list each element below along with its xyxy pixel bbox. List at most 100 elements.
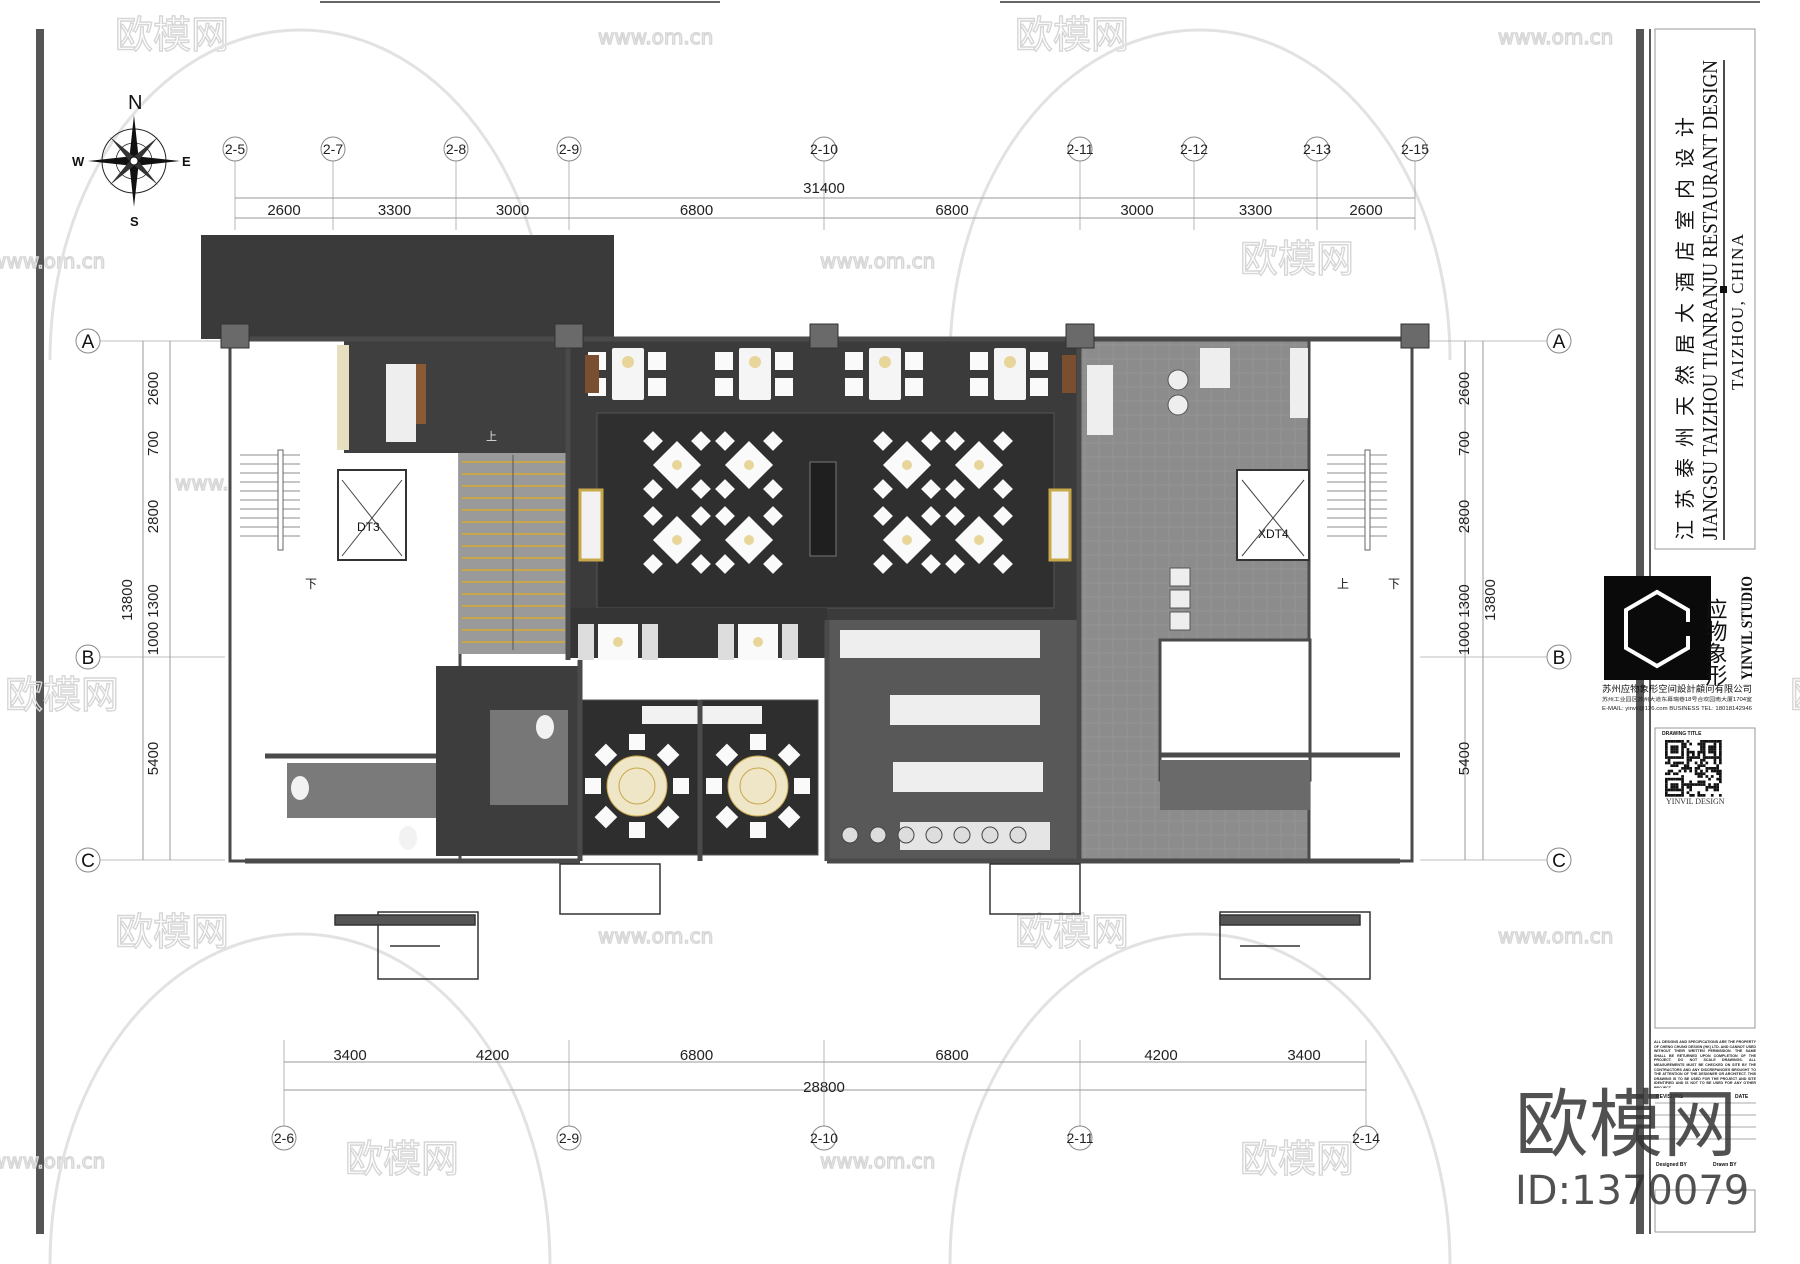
grid-label-top: 2-11 [1067, 141, 1094, 157]
qr-module [1700, 758, 1703, 762]
right-core-annex [1158, 638, 1312, 782]
qr-module [1665, 791, 1668, 794]
qr-module [1675, 794, 1679, 797]
watermark-arc [48, 28, 552, 361]
table-lamp [902, 535, 912, 545]
grid-label-bottom: 2-10 [810, 1130, 838, 1146]
qr-module [1700, 775, 1703, 778]
qr-module [1673, 756, 1676, 759]
qr-module [1678, 740, 1682, 743]
grid-label-top: 2-10 [810, 141, 838, 157]
grid-label-bottom: 2-11 [1067, 1130, 1094, 1146]
qr-module [1673, 783, 1676, 786]
grid-bubble-bottom [556, 1125, 582, 1151]
chair [873, 479, 893, 499]
watermark-brand: 欧模网 [1790, 673, 1800, 717]
stair-handrail [1364, 449, 1371, 551]
watermark-site: www.om.cn [598, 25, 713, 49]
grid-bubble-bottom [811, 1125, 837, 1151]
qr-module [1675, 772, 1679, 776]
dimension-vertical: 5400 [1456, 742, 1473, 775]
marble-wall-panel [337, 345, 349, 450]
watermark-id: ID:1370079 [1515, 1168, 1749, 1214]
qr-module [1670, 740, 1674, 743]
column [554, 323, 584, 349]
qr-module [1681, 785, 1684, 789]
qr-module [1719, 748, 1722, 751]
qr-module [1708, 740, 1711, 743]
table-lamp [744, 460, 754, 470]
reception-desk [386, 364, 416, 442]
dimension-top: 6800 [935, 202, 968, 219]
qr-module [1713, 783, 1717, 786]
chair [845, 352, 863, 370]
stair-up-label-right: 上 [1337, 577, 1349, 591]
qr-module [1700, 750, 1703, 754]
chair [775, 378, 793, 396]
qr-module [1665, 750, 1668, 754]
dimension-bottom: 4200 [1144, 1047, 1177, 1064]
chair [993, 431, 1013, 451]
qr-module [1705, 785, 1709, 789]
qr-module [1713, 769, 1717, 773]
company-name: 苏州应物象形空间設計顧问有限公司 [1602, 683, 1752, 694]
watermark-brand-large: 欧模网 [1515, 1082, 1737, 1168]
table-lamp [672, 460, 682, 470]
chair [945, 431, 965, 451]
qr-module [1708, 767, 1711, 770]
qr-module [1665, 756, 1668, 759]
chair [777, 743, 801, 767]
qr-module [1710, 769, 1714, 773]
dimension-bottom: 6800 [935, 1047, 968, 1064]
grid-label-top: 2-9 [559, 141, 579, 157]
qr-module [1702, 740, 1706, 743]
qr-module [1697, 772, 1701, 776]
dimension-vertical: 2600 [1456, 372, 1473, 405]
dimension-bottom: 3400 [1287, 1047, 1320, 1064]
watermark-brand: 欧模网 [345, 1137, 459, 1181]
qr-module [1670, 756, 1674, 759]
overall-dimension-top: 31400 [803, 180, 845, 197]
qr-module [1681, 753, 1684, 757]
chair [691, 431, 711, 451]
stamp-frame [1654, 1189, 1756, 1233]
compass-n: N [128, 92, 142, 114]
chair [715, 743, 739, 767]
qr-module [1719, 742, 1722, 746]
title-block-frame [1654, 28, 1756, 550]
kitchen-counter [1290, 348, 1308, 418]
qr-module [1694, 761, 1698, 765]
column [809, 323, 839, 349]
chair [656, 743, 680, 767]
qr-module [1665, 777, 1668, 781]
qr-module [1716, 785, 1719, 789]
qr-module [1697, 775, 1701, 778]
row-label: C [81, 851, 95, 872]
chair [715, 805, 739, 829]
qr-module [1697, 750, 1701, 754]
qr-module [1708, 745, 1711, 749]
qr-module [1670, 777, 1674, 781]
watermark-site: www.om.cn [820, 1149, 935, 1173]
qr-module [1697, 794, 1701, 797]
dimension-vertical: 2800 [145, 500, 162, 533]
chair [715, 506, 735, 526]
qr-module [1710, 767, 1714, 770]
qr-module [1719, 753, 1722, 757]
qr-module [1694, 756, 1698, 759]
dimension-vertical: 1000 [1456, 622, 1473, 655]
qr-module [1716, 764, 1719, 767]
row-label: C [1552, 851, 1566, 872]
wok-burner [981, 826, 999, 844]
chair [921, 431, 941, 451]
qr-code [1665, 740, 1722, 797]
qr-module [1670, 788, 1674, 792]
qr-module [1713, 745, 1717, 749]
column [1065, 323, 1095, 349]
qr-module [1670, 794, 1674, 797]
qr-module [1697, 791, 1701, 794]
qr-module [1705, 740, 1709, 743]
left-border-bar [36, 29, 44, 1234]
chair [993, 554, 1013, 574]
kitchen-counter-1 [840, 630, 1040, 658]
